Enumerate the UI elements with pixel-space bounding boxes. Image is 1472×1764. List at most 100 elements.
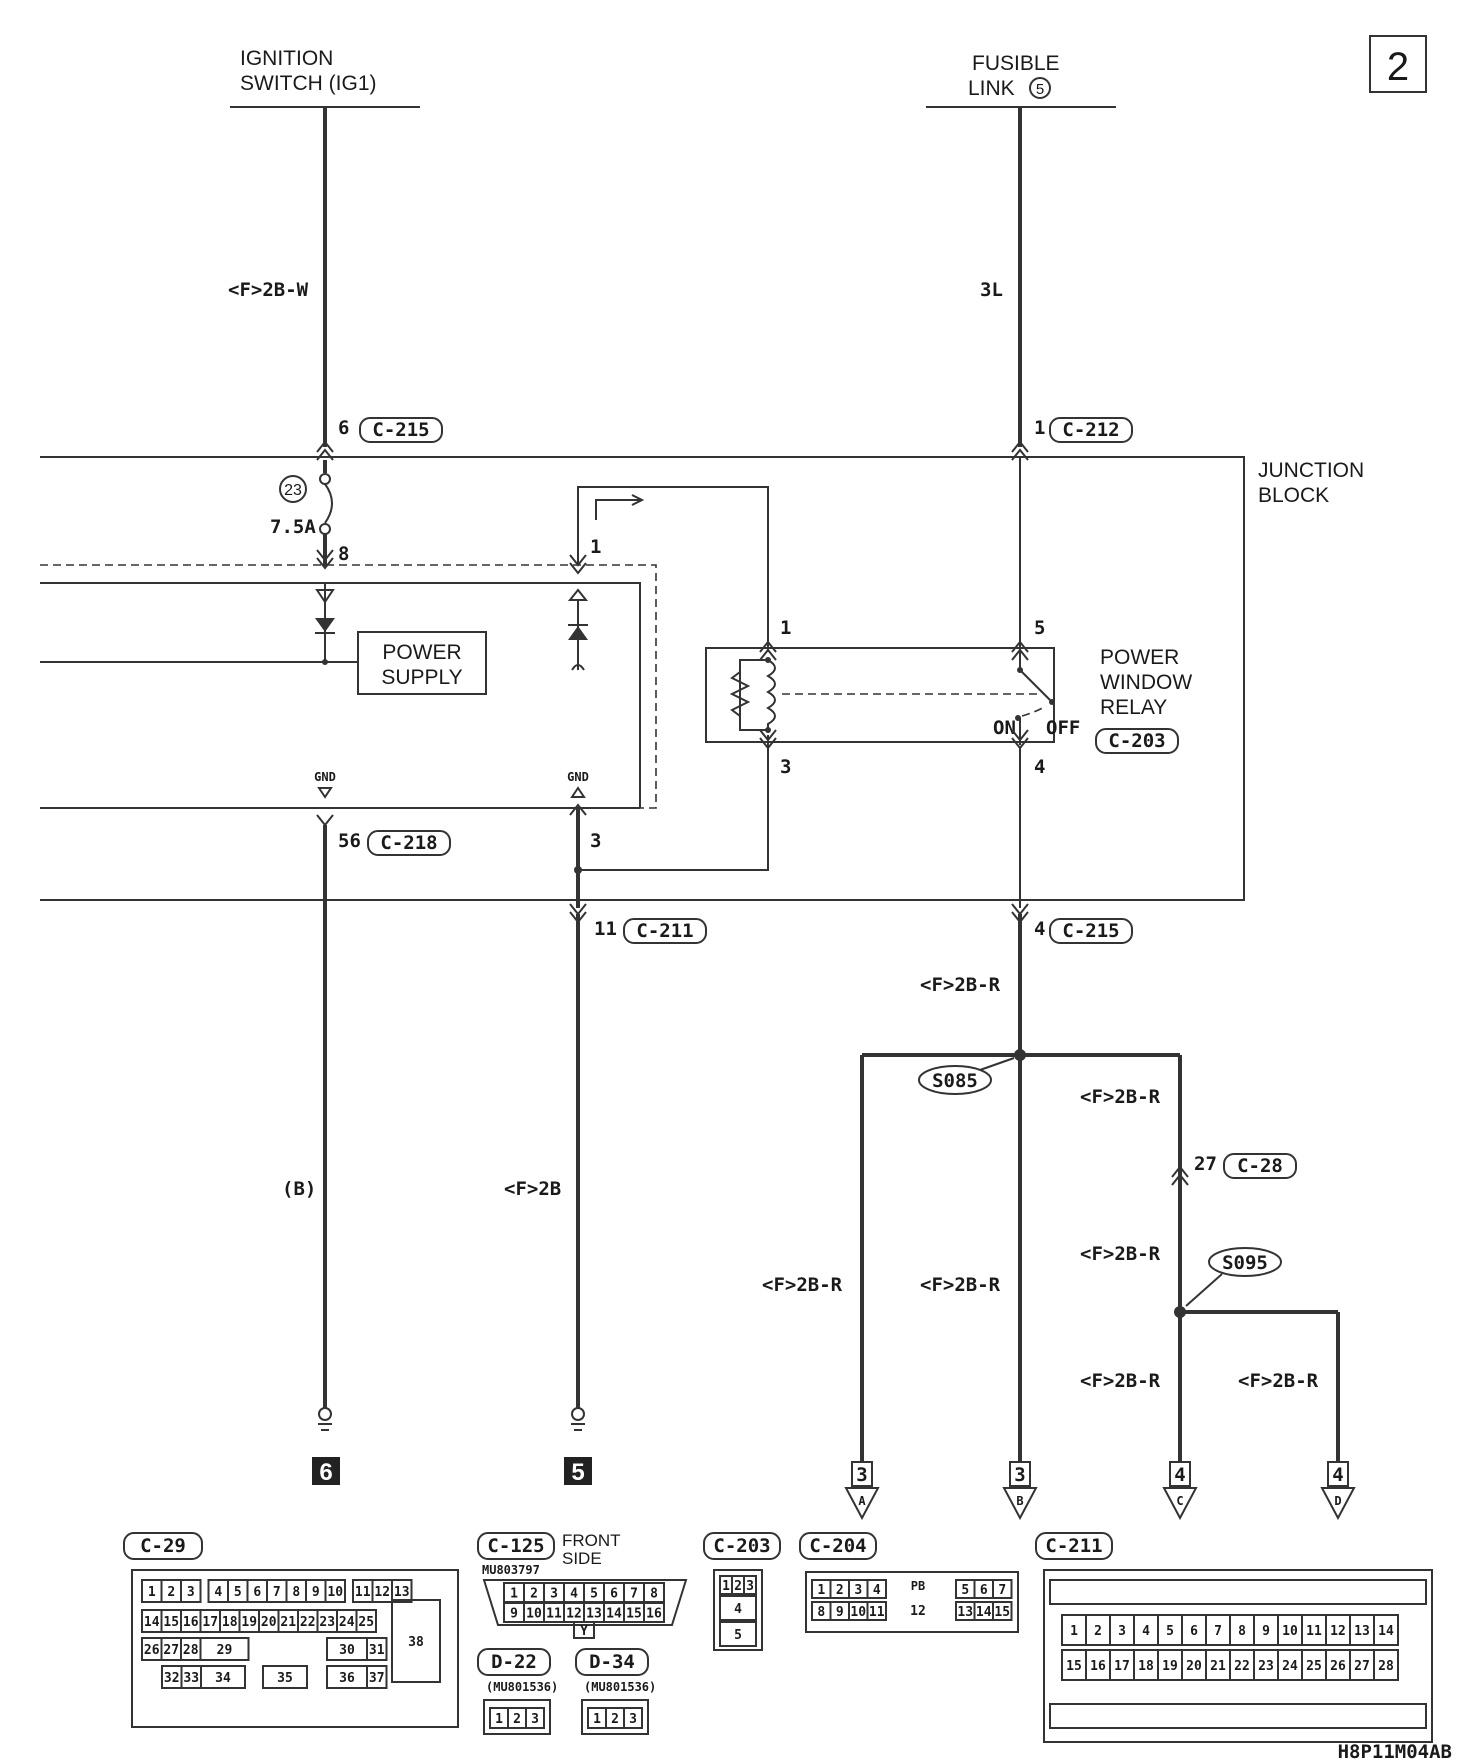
c215-top-label: C-215 xyxy=(372,419,429,441)
relay-conn-tag xyxy=(1095,728,1179,754)
c29-cell-label: 22 xyxy=(300,1615,316,1630)
pin8-arrow xyxy=(316,549,334,570)
c211-cell-label: 28 xyxy=(1378,1659,1394,1674)
out-main-label: <F>2B-R xyxy=(920,974,1001,996)
pin-c211-11: 11 xyxy=(594,918,617,940)
c218-pin-arrow xyxy=(316,814,334,827)
c29-cell-label: 35 xyxy=(277,1671,293,1686)
c211-cell xyxy=(1373,1649,1399,1681)
c204-label: C-204 xyxy=(809,1535,866,1557)
svg-text:4: 4 xyxy=(1332,1464,1343,1486)
c211-housing xyxy=(1043,1569,1433,1743)
c211-cell-label: 11 xyxy=(1306,1624,1322,1639)
fuse-terminal-top xyxy=(319,473,331,485)
relay-pin1-arrow xyxy=(759,640,777,661)
d34-cell-label: 1 xyxy=(593,1712,601,1727)
c125-note-1: FRONT xyxy=(562,1531,621,1550)
d34-tag xyxy=(575,1648,649,1676)
c29-cell-label: 3 xyxy=(187,1585,195,1600)
relay-conn-label: C-203 xyxy=(1108,730,1165,752)
c125-cell-label: 15 xyxy=(626,1607,642,1622)
c204-cell xyxy=(992,1579,1013,1599)
c211-label: C-211 xyxy=(636,920,693,942)
c125-cell-label: 4 xyxy=(570,1587,578,1602)
c211-cell-label: 27 xyxy=(1354,1659,1370,1674)
d34-label: D-34 xyxy=(589,1651,635,1673)
c204-housing xyxy=(805,1571,1019,1633)
page-number: 2 xyxy=(1387,45,1409,89)
c125-cell-label: 3 xyxy=(550,1587,558,1602)
c125-cell-label: 9 xyxy=(510,1607,518,1622)
d22-cell xyxy=(525,1707,545,1729)
pin-1-top: 1 xyxy=(590,536,601,558)
fusible-wire-label: 3L xyxy=(980,279,1003,301)
relay-label-1: POWER xyxy=(1100,646,1179,669)
c125-cell-label: 10 xyxy=(526,1607,542,1622)
c203-cell xyxy=(719,1595,757,1621)
c211-cell-label: 13 xyxy=(1354,1624,1370,1639)
c29-cell xyxy=(180,1579,202,1603)
c215-out-tag xyxy=(1049,918,1133,944)
c211-cell-label: 2 xyxy=(1094,1624,1102,1639)
c211-latch-rail xyxy=(1049,1579,1427,1605)
c29-cell-label: 25 xyxy=(358,1615,374,1630)
c204-cell-label: 14 xyxy=(976,1605,992,1620)
c204-cell-label: 2 xyxy=(836,1583,844,1598)
c211-cell-label: 4 xyxy=(1142,1624,1150,1639)
c29-cell-label: 4 xyxy=(214,1585,222,1600)
junction-label-1: JUNCTION xyxy=(1258,459,1364,482)
c218-label: C-218 xyxy=(380,832,437,854)
c29-cell-label: 23 xyxy=(319,1615,335,1630)
diode2-icon xyxy=(568,626,588,640)
power-supply-label-1: POWER xyxy=(382,641,461,664)
c29-cell-label: 11 xyxy=(355,1585,371,1600)
gnd-right-label: GND xyxy=(567,770,589,784)
c29-cell-label: 31 xyxy=(369,1643,385,1658)
c211-cell-label: 25 xyxy=(1306,1659,1322,1674)
svg-text:3: 3 xyxy=(1014,1464,1025,1486)
s085-tag xyxy=(918,1065,992,1095)
c211-cell-label: 14 xyxy=(1378,1624,1394,1639)
branch-b-label: <F>2B-R xyxy=(920,1274,1001,1296)
c211-view-label: C-211 xyxy=(1045,1535,1102,1557)
c203-cell-label: 5 xyxy=(734,1628,742,1643)
relay-coil-icon xyxy=(765,659,776,730)
c29-cell-label: 24 xyxy=(339,1615,355,1630)
c29-cell-label: 7 xyxy=(273,1585,281,1600)
c203-cell-label: 3 xyxy=(746,1579,754,1594)
relay-pin-3: 3 xyxy=(780,756,791,778)
svg-text:B: B xyxy=(1016,1494,1023,1508)
c29-cell-label: 17 xyxy=(202,1615,218,1630)
relay-box xyxy=(705,647,1055,743)
continuation-d: 4 D xyxy=(1320,1461,1356,1521)
s095-tag xyxy=(1208,1247,1282,1277)
contact-off-dot xyxy=(1049,699,1055,705)
c29-cell-label: 1 xyxy=(148,1585,156,1600)
c29-cell-label: 38 xyxy=(408,1635,424,1650)
footer-code: H8P11M04AB xyxy=(1338,1741,1452,1763)
c29-cell-label: 37 xyxy=(369,1671,385,1686)
c204-mid-mark: PB xyxy=(911,1579,925,1593)
c211-tag xyxy=(623,918,707,944)
pin-c215-6: 6 xyxy=(338,417,349,439)
direction-arrow-head xyxy=(631,494,645,506)
ground-ref-5: 5 xyxy=(571,1459,584,1486)
c29-cell-label: 9 xyxy=(312,1585,320,1600)
s085-dot xyxy=(1014,1049,1026,1061)
diode-icon xyxy=(315,618,335,632)
c211-cell-label: 8 xyxy=(1238,1624,1246,1639)
c211-cell-label: 18 xyxy=(1138,1659,1154,1674)
c125-cell-label: 11 xyxy=(546,1607,562,1622)
d22-cell-label: 2 xyxy=(513,1712,521,1727)
ground-ref-6: 6 xyxy=(319,1459,332,1486)
c211-cell-label: 9 xyxy=(1262,1624,1270,1639)
d22-label: D-22 xyxy=(491,1651,537,1673)
junction-block-outline xyxy=(40,456,1245,901)
c211-cell-label: 1 xyxy=(1070,1624,1078,1639)
c29-cell-label: 16 xyxy=(183,1615,199,1630)
c211-cell-label: 17 xyxy=(1114,1659,1130,1674)
d34-cell xyxy=(623,1707,643,1729)
